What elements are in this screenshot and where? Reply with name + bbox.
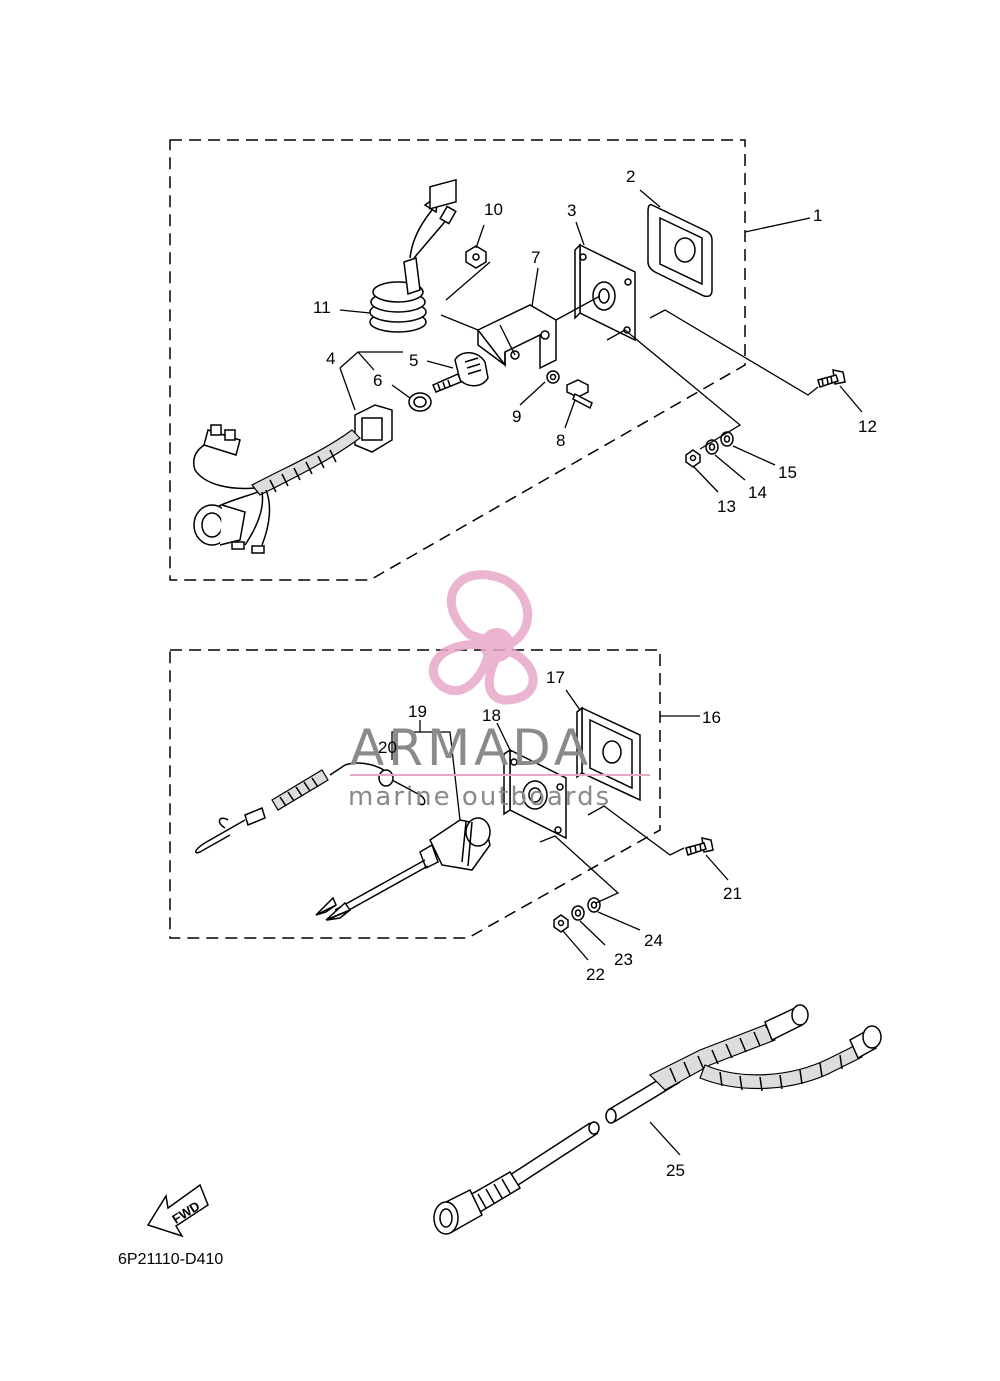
part-21-screw bbox=[685, 837, 714, 856]
callout-16: 16 bbox=[702, 708, 721, 727]
callout-3: 3 bbox=[567, 201, 576, 220]
callout-21: 21 bbox=[723, 884, 742, 903]
part-12-screw bbox=[817, 369, 846, 388]
part-17-gasket bbox=[576, 706, 641, 802]
callout-7: 7 bbox=[531, 248, 540, 267]
fwd-arrow-icon: FWD bbox=[146, 1183, 209, 1238]
watermark-propeller-logo bbox=[429, 570, 538, 705]
part-7-bracket bbox=[476, 304, 557, 370]
callout-22: 22 bbox=[586, 965, 605, 984]
callout-20: 20 bbox=[378, 738, 397, 757]
group-1-leader-lines bbox=[339, 189, 863, 493]
part-23-spring-washer bbox=[571, 905, 585, 921]
diagram-part-code: 6P21110-D410 bbox=[118, 1251, 223, 1268]
part-10-nut bbox=[465, 245, 487, 269]
part-3-mount-plate bbox=[574, 243, 636, 342]
part-18-plate bbox=[503, 748, 567, 840]
part-5-key bbox=[432, 352, 489, 393]
callout-23: 23 bbox=[614, 950, 633, 969]
part-15-washer bbox=[720, 431, 734, 447]
watermark-tagline: marine outboards bbox=[348, 782, 611, 812]
callout-15: 15 bbox=[778, 463, 797, 482]
callout-12: 12 bbox=[858, 417, 877, 436]
callout-2: 2 bbox=[626, 167, 635, 186]
callout-18: 18 bbox=[482, 706, 501, 725]
watermark-brand: ARMADA bbox=[350, 719, 592, 777]
callout-5: 5 bbox=[409, 351, 418, 370]
part-20-lanyard bbox=[194, 762, 426, 854]
callout-11: 11 bbox=[313, 298, 331, 317]
callout-4: 4 bbox=[326, 349, 335, 368]
part-8-bolt bbox=[566, 379, 593, 410]
group-1-boundary bbox=[169, 139, 746, 581]
callout-25: 25 bbox=[666, 1161, 685, 1180]
part-19-stop-switch bbox=[315, 817, 491, 921]
group-16-leader-lines bbox=[391, 689, 729, 961]
part-2-gasket bbox=[647, 203, 713, 298]
part-14-spring-washer bbox=[705, 439, 719, 455]
callout-24: 24 bbox=[644, 931, 663, 950]
part-24-washer bbox=[587, 897, 601, 913]
part-11-switch bbox=[369, 178, 457, 333]
part-9-washer bbox=[546, 370, 560, 384]
callout-8: 8 bbox=[556, 431, 565, 450]
callout-13: 13 bbox=[717, 497, 736, 516]
callout-9: 9 bbox=[512, 407, 521, 426]
part-22-nut bbox=[553, 914, 569, 933]
part-25-extension-harness bbox=[433, 1004, 882, 1235]
callout-19: 19 bbox=[408, 702, 427, 721]
group-16-boundary bbox=[169, 649, 661, 939]
callout-17: 17 bbox=[546, 668, 565, 687]
part-6-ring bbox=[408, 392, 432, 412]
callout-labels: 1 2 3 4 5 6 7 8 9 10 11 12 13 14 15 16 1… bbox=[313, 167, 877, 1180]
part-4-switch-harness bbox=[193, 404, 393, 554]
callout-1: 1 bbox=[813, 206, 822, 225]
part-13-nut bbox=[685, 449, 701, 468]
callout-14: 14 bbox=[748, 483, 767, 502]
callout-6: 6 bbox=[373, 371, 382, 390]
callout-10: 10 bbox=[484, 200, 503, 219]
